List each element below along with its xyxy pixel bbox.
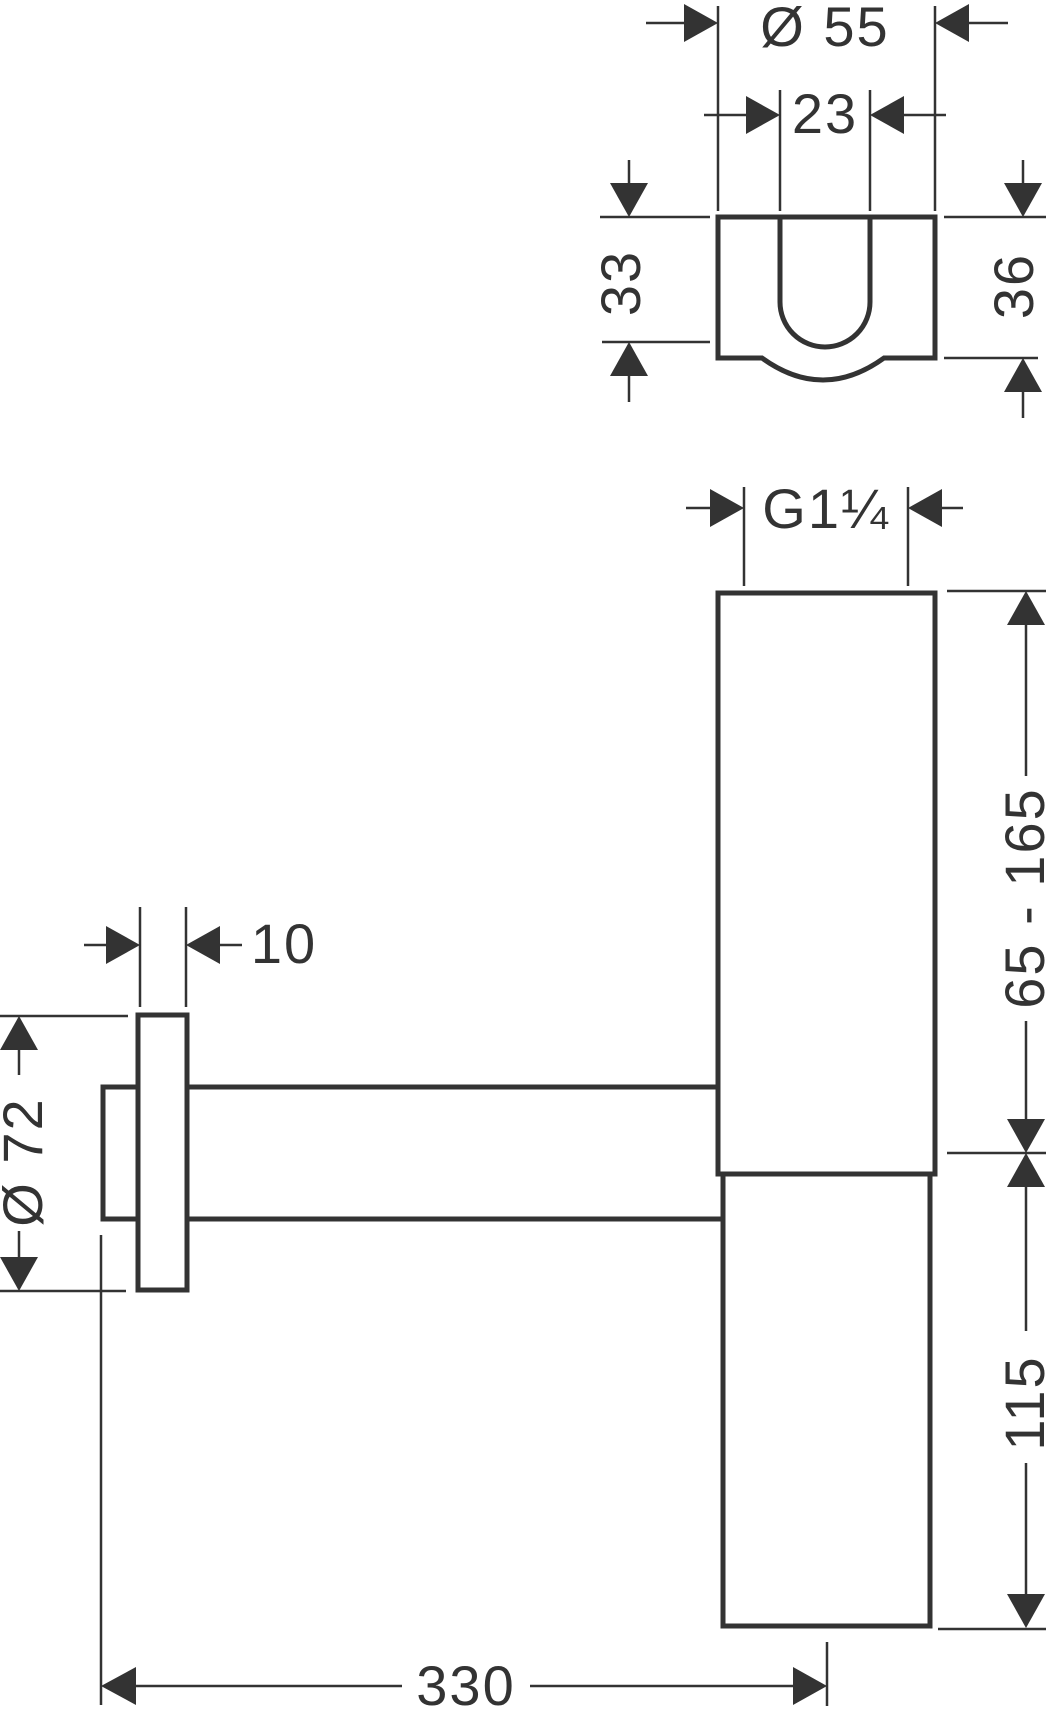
- arrow-down-icon: [610, 183, 648, 217]
- arrow-up-icon: [1004, 358, 1042, 392]
- dimension-cup-slot-width: [704, 90, 946, 211]
- dim-label-flange-thickness: 10: [250, 912, 318, 975]
- upper-body-sleeve: [715, 590, 938, 1177]
- arrow-up-icon: [610, 342, 648, 376]
- arrow-up-icon: [1007, 591, 1045, 625]
- arrow-left-icon: [935, 4, 969, 42]
- dim-label-cup-inner-depth: 33: [589, 249, 652, 317]
- cup-detail-outline: [715, 214, 938, 383]
- dimension-cup-outer-diameter: [646, 4, 1008, 211]
- wall-pipe: [100, 1084, 726, 1222]
- arrow-left-icon: [186, 926, 220, 964]
- dimension-cup-inner-depth: [600, 160, 710, 402]
- arrow-right-icon: [106, 926, 140, 964]
- arrow-right-icon: [793, 1667, 827, 1705]
- siphon-outline: [100, 214, 938, 1629]
- dim-label-cup-height: 36: [982, 252, 1045, 320]
- dimension-flange-diameter: [0, 1014, 128, 1293]
- dimension-cup-height: [944, 160, 1046, 418]
- dimension-flange-thickness: [84, 907, 242, 1007]
- arrow-right-icon: [746, 96, 780, 134]
- arrow-right-icon: [710, 489, 744, 527]
- dimension-lower-body-height: [938, 1153, 1046, 1631]
- dimension-wall-to-center: [99, 1235, 829, 1706]
- arrow-down-icon: [1007, 1119, 1045, 1153]
- arrow-down-icon: [1007, 1594, 1045, 1628]
- cup-detail-slot: [777, 214, 873, 350]
- arrow-left-icon: [101, 1667, 136, 1705]
- wall-flange: [135, 1012, 190, 1293]
- arrow-down-icon: [0, 1257, 38, 1291]
- arrow-left-icon: [870, 96, 904, 134]
- arrow-left-icon: [908, 489, 942, 527]
- dim-label-wall-to-center: 330: [416, 1654, 516, 1710]
- dim-label-lower-body-height: 115: [993, 1355, 1048, 1451]
- lower-body-tube: [720, 1171, 933, 1629]
- dimension-height-adjust-range: [947, 589, 1046, 1155]
- dimension-thread-size: [686, 487, 963, 586]
- arrow-up-icon: [1007, 1153, 1045, 1187]
- dim-label-cup-slot-width: 23: [791, 82, 859, 145]
- arrow-down-icon: [1004, 183, 1042, 217]
- arrow-up-icon: [0, 1016, 38, 1050]
- dimension-lines: [0, 4, 1046, 1706]
- dim-label-cup-outer-diameter: Ø 55: [760, 0, 890, 58]
- dim-label-height-adjust-range: 65 - 165: [993, 787, 1048, 1009]
- dim-label-thread-size: G1¼: [762, 477, 890, 540]
- dim-label-flange-diameter: Ø 72: [0, 1097, 54, 1226]
- arrow-right-icon: [684, 4, 718, 42]
